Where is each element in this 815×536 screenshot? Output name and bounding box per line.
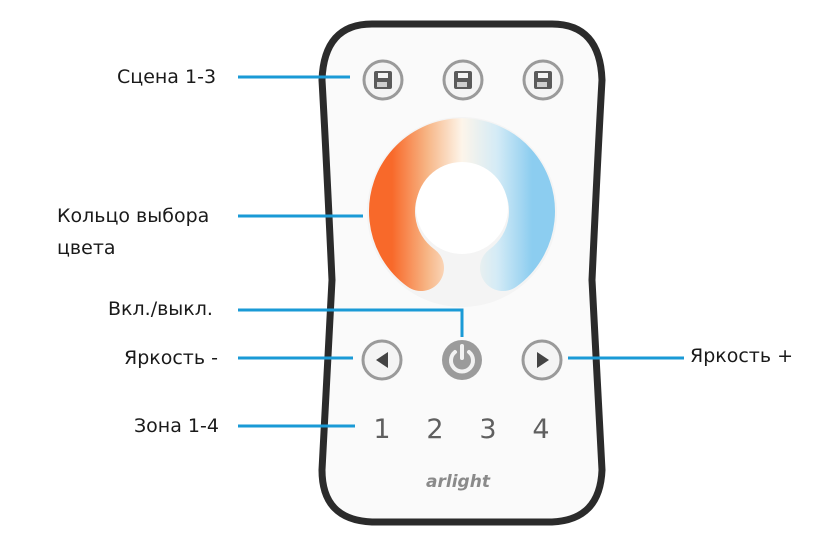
save-icon [454, 71, 472, 89]
label-brightness-down: Яркость - [124, 347, 218, 369]
label-brightness-up: Яркость + [690, 345, 794, 367]
brand-logo: arlight [426, 472, 491, 492]
scene-button-2[interactable] [442, 59, 484, 101]
scene-button-3[interactable] [522, 59, 564, 101]
zone-button-3[interactable]: 3 [479, 414, 496, 445]
color-ring[interactable] [369, 118, 555, 291]
label-scene: Сцена 1-3 [117, 66, 217, 88]
label-ring-line1: Кольцо выбора [57, 205, 210, 227]
leader-power [238, 308, 464, 337]
brightness-down-button[interactable] [361, 339, 403, 381]
brightness-up-button[interactable] [521, 339, 563, 381]
triangle-right-icon [537, 352, 549, 368]
save-icon [374, 71, 392, 89]
zone-button-4[interactable]: 4 [532, 414, 549, 445]
zone-button-2[interactable]: 2 [426, 414, 443, 445]
ring-center [416, 162, 508, 254]
zone-button-1[interactable]: 1 [373, 414, 390, 445]
power-icon [449, 344, 475, 374]
scene-button-1[interactable] [362, 59, 404, 101]
label-ring-line2: цвета [57, 237, 116, 259]
leader-lines [238, 75, 684, 428]
power-button[interactable] [442, 340, 482, 380]
label-power: Вкл./выкл. [108, 298, 213, 320]
label-zone: Зона 1-4 [134, 415, 219, 437]
save-icon [534, 71, 552, 89]
triangle-left-icon [376, 352, 388, 368]
